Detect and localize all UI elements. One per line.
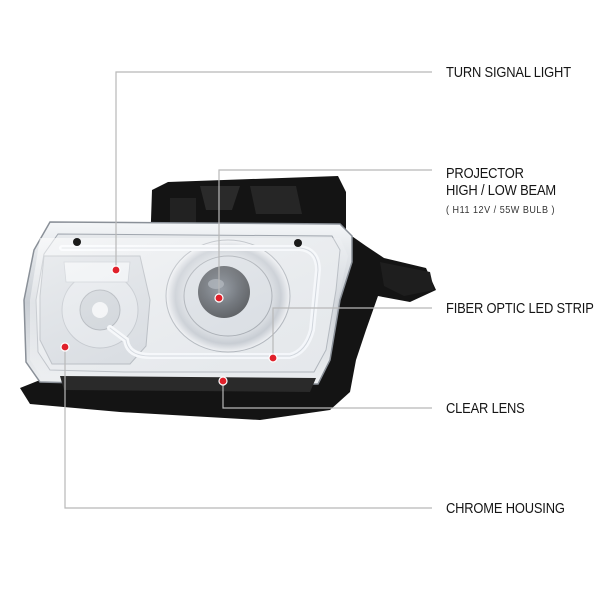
- clear-lens: [30, 238, 348, 392]
- label-bulb-spec: ( H11 12V / 55W BULB ): [446, 204, 556, 216]
- label-fiber-optic-led-strip: FIBER OPTIC LED STRIP: [446, 300, 594, 317]
- label-turn-signal-light: TURN SIGNAL LIGHT: [446, 64, 571, 81]
- leader-lines: [64, 71, 432, 509]
- leader-chrome-housing: [64, 347, 432, 509]
- marker-clear-lens: [218, 376, 228, 386]
- label-clear-lens: CLEAR LENS: [446, 400, 525, 417]
- leader-projector: [218, 169, 432, 298]
- marker-chrome-housing: [60, 342, 70, 352]
- leader-turn-signal: [115, 71, 432, 270]
- leader-clear-lens: [222, 381, 432, 409]
- leader-fiber-optic: [272, 307, 432, 358]
- marker-fiber-optic: [268, 353, 278, 363]
- label-projector: PROJECTOR: [446, 165, 524, 182]
- marker-turn-signal: [111, 265, 121, 275]
- label-high-low-beam: HIGH / LOW BEAM: [446, 182, 556, 199]
- marker-projector: [214, 293, 224, 303]
- markers: [60, 265, 278, 386]
- label-chrome-housing: CHROME HOUSING: [446, 500, 565, 517]
